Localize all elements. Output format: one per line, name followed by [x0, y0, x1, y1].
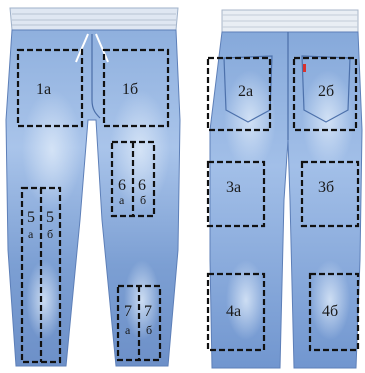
zone-4a-label: 4а [226, 303, 241, 320]
zone-4a-box [206, 272, 266, 352]
zone-3b-box [300, 160, 360, 228]
zone-4b-label: 4б [322, 303, 338, 320]
zone-7a-letter: а [125, 323, 131, 337]
zone-7a-number: 7 [124, 303, 132, 320]
zone-6a-letter: а [119, 193, 125, 207]
zone-5b-number: 5 [46, 209, 54, 226]
zone-3a-label: 3а [226, 179, 241, 196]
zone-4b-box [308, 272, 360, 352]
zone-1b-label: 1б [122, 81, 138, 98]
zone-2a-box [206, 56, 272, 132]
front-waistband [9, 7, 179, 31]
zone-6b-number: 6 [138, 177, 146, 194]
zone-1a-box [16, 48, 84, 128]
zone-2b-label: 2б [318, 83, 334, 100]
zone-6b-letter: б [140, 193, 146, 207]
zone-2b-box [292, 56, 358, 132]
zone-3a-box [206, 160, 266, 228]
front-jeans [5, 7, 181, 367]
zone-5a-letter: а [28, 227, 34, 241]
zone-2a-label: 2а [238, 83, 253, 100]
zone-3b-label: 3б [318, 179, 334, 196]
back-jeans [209, 9, 363, 369]
zone-1b-box [102, 48, 170, 128]
zone-1a-label: 1а [36, 81, 51, 98]
zone-7b-letter: б [146, 323, 152, 337]
zone-5b-letter: б [47, 227, 53, 241]
zone-7b-number: 7 [144, 303, 152, 320]
zone-6a-number: 6 [118, 177, 126, 194]
zone-5a-number: 5 [27, 209, 35, 226]
